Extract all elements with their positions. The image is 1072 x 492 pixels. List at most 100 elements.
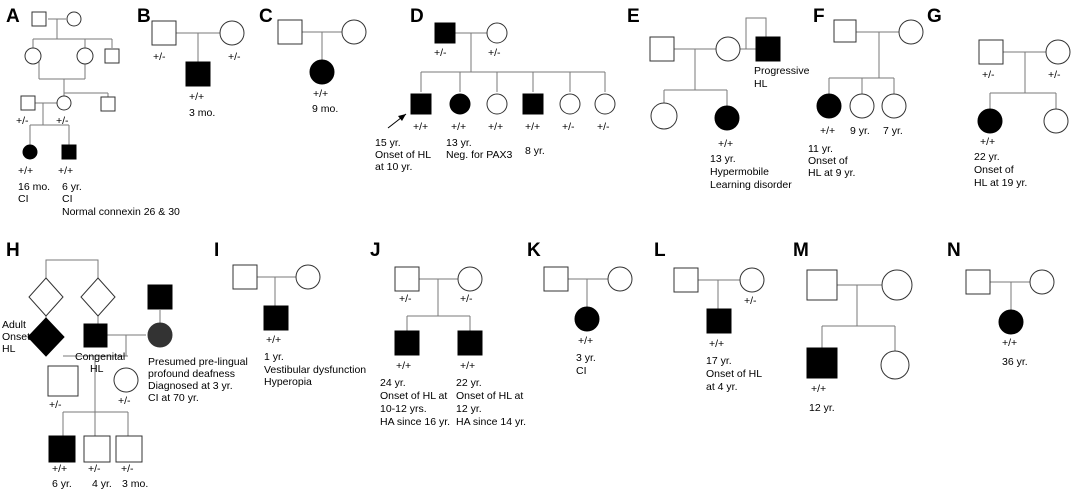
father-male	[232, 264, 258, 290]
male	[115, 435, 143, 463]
pedigree-n: N +/+ 36 yr.	[947, 240, 1055, 368]
mother-female	[881, 269, 913, 301]
annotation-line: 12 yr.	[809, 402, 835, 414]
panel-label-j: J	[370, 240, 381, 261]
father-male	[47, 365, 79, 397]
annotation-line: Onset of	[808, 155, 848, 167]
affected-male	[806, 347, 838, 379]
annotation-line: 22 yr.	[456, 377, 482, 389]
panel-label-l: L	[654, 240, 666, 261]
annotation-line: CI	[18, 193, 29, 205]
pedigree-i: I +/+ 1 yr. Vestibular dysfunction Hyper…	[214, 240, 366, 388]
pedigree-c: C +/+ 9 mo.	[259, 6, 367, 115]
genotype-label: +/-	[744, 295, 757, 307]
genotype-label: +/-	[56, 115, 69, 127]
genotype-label: +/-	[121, 463, 134, 475]
affected-male	[706, 308, 732, 334]
panel-label-f: F	[813, 6, 825, 27]
pedigree-b: B +/- +/- +/+ 3 mo.	[137, 6, 245, 119]
father-male	[833, 19, 857, 43]
genotype-label: +/-	[597, 121, 610, 133]
genotype-label: +/-	[982, 69, 995, 81]
father-male	[151, 20, 177, 46]
panel-label-m: M	[793, 240, 809, 261]
father-male	[965, 269, 991, 295]
genotype-label: +/-	[49, 399, 62, 411]
annotation-line: 1 yr.	[264, 351, 284, 363]
mother-female	[341, 19, 367, 45]
panel-label-d: D	[410, 6, 424, 27]
genotype-label: +/+	[980, 136, 995, 148]
genotype-label: +/+	[811, 383, 826, 395]
affected-male	[61, 144, 77, 160]
annotation-line: 6 yr.	[62, 181, 82, 193]
proband-affected-male	[410, 93, 432, 115]
genotype-label: +/+	[396, 360, 411, 372]
mother-female	[1045, 39, 1071, 65]
genotype-label: +/-	[399, 293, 412, 305]
female	[1043, 108, 1069, 134]
affected-female	[998, 309, 1024, 335]
genotype-label: +/-	[16, 115, 29, 127]
father-male	[394, 266, 420, 292]
annotation-line: 13 yr.	[710, 153, 736, 165]
annotation-line: Onset	[2, 331, 30, 343]
father-male	[673, 267, 699, 293]
mother-female	[739, 267, 765, 293]
mother-female	[457, 266, 483, 292]
annotation-line: 4 yr.	[92, 478, 112, 490]
aunt-female	[24, 47, 42, 65]
annotation-line: 17 yr.	[706, 355, 732, 367]
genotype-label: +/+	[709, 338, 724, 350]
female	[880, 350, 910, 380]
genotype-label: +/-	[88, 463, 101, 475]
presumed-affected-female	[147, 322, 173, 348]
annotation-line: 24 yr.	[380, 377, 406, 389]
genotype-label: +/-	[488, 47, 501, 59]
pedigree-d: D +/- +/- +/+ +/+ +/+ +/+ +/- +/- 15 yr.…	[375, 6, 616, 173]
pedigree-e: E Progressive HL +/+ 13 yr. Hypermobile …	[627, 6, 810, 191]
annotation-line: Progressive	[754, 65, 810, 77]
genotype-label: +/+	[718, 138, 733, 150]
genotype-label: +/+	[488, 121, 503, 133]
annotation-line: 12 yr.	[456, 403, 482, 415]
affected-female	[816, 93, 842, 119]
affected-female	[977, 108, 1003, 134]
aunt-female	[76, 47, 94, 65]
female	[559, 93, 581, 115]
father-male	[543, 266, 569, 292]
mother-female	[113, 367, 139, 393]
genotype-label: +/+	[525, 121, 540, 133]
annotation-line: 7 yr.	[883, 125, 903, 137]
affected-female	[449, 93, 471, 115]
annotation-line: 3 yr.	[576, 352, 596, 364]
affected-male	[263, 305, 289, 331]
affected-female	[22, 144, 38, 160]
annotation-line: 3 mo.	[189, 107, 215, 119]
annotation-line: 11 yr.	[808, 143, 833, 155]
genotype-label: +/+	[578, 335, 593, 347]
female	[849, 93, 875, 119]
mother-female	[56, 95, 72, 111]
pedigree-m: M +/+ 12 yr.	[793, 240, 913, 414]
panel-label-h: H	[6, 240, 20, 261]
father-male	[20, 95, 36, 111]
female	[594, 93, 616, 115]
affected-male	[457, 330, 483, 356]
father-male	[806, 269, 838, 301]
annotation-line: Onset of	[974, 164, 1014, 176]
genotype-label: +/-	[153, 51, 166, 63]
genotype-label: +/-	[460, 293, 473, 305]
father-male	[978, 39, 1004, 65]
annotation-line: Diagnosed at 3 yr.	[148, 380, 233, 392]
annotation-line: CI	[576, 365, 587, 377]
annotation-line: 3 mo.	[122, 478, 148, 490]
pedigree-h: H Adult Onset HL Congenital HL Presumed …	[2, 240, 248, 490]
affected-female	[574, 306, 600, 332]
female	[650, 102, 678, 130]
father-male	[277, 19, 303, 45]
panel-label-a: A	[6, 6, 20, 27]
grandmother-female	[66, 11, 82, 27]
proband-arrowhead-icon	[398, 114, 406, 121]
